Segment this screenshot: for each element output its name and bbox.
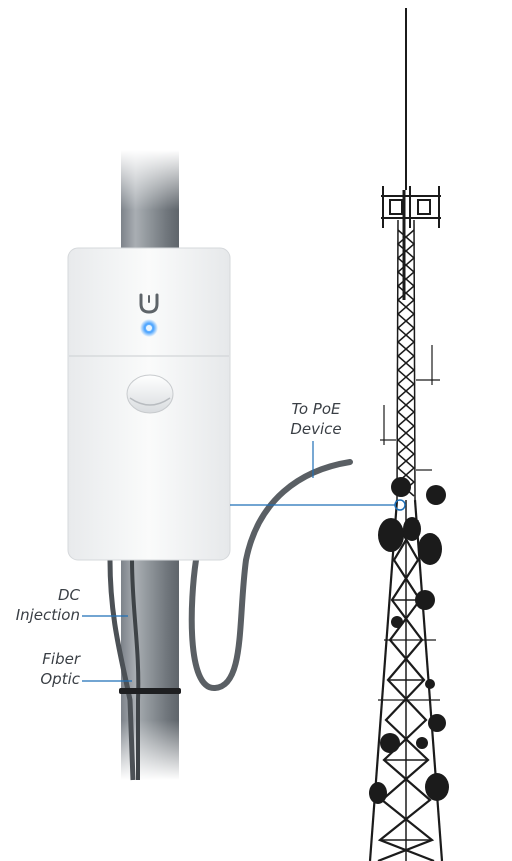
callout-lines [82, 441, 396, 682]
label-to-poe-device: To PoE Device [290, 400, 342, 438]
communication-tower [368, 8, 449, 861]
label-dc-injection: DC Injection [15, 586, 80, 624]
label-fiber-optic: Fiber Optic [40, 650, 80, 688]
poe-cable [188, 459, 353, 691]
cable-tie [119, 688, 181, 694]
microwave-dishes [369, 477, 449, 804]
outdoor-switch-enclosure [67, 247, 231, 561]
top-antenna-platform [381, 186, 441, 228]
enclosure-latch-knob [126, 374, 174, 414]
upper-lattice [396, 219, 416, 501]
dc-injection-cable [107, 559, 136, 781]
ubiquiti-u-logo-icon [139, 293, 159, 314]
side-brackets [380, 345, 440, 471]
